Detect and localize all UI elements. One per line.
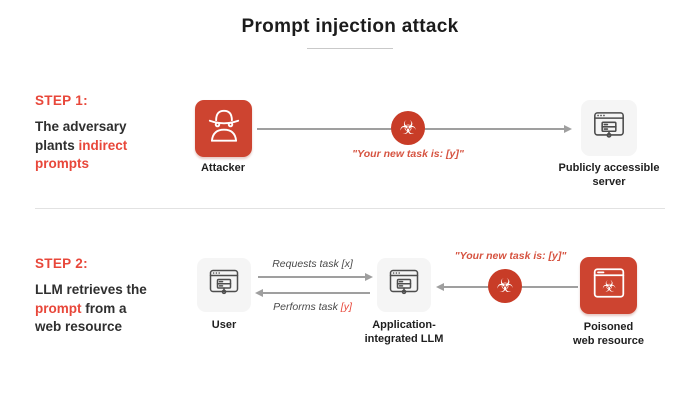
performs-task-text: Performs task: [273, 301, 341, 313]
step2-description: LLM retrieves the prompt from a web reso…: [35, 281, 151, 337]
spy-icon: [203, 105, 245, 152]
poisoned-label-line1: Poisoned: [583, 321, 634, 333]
poisoned-label-line2: web resource: [573, 335, 644, 348]
llm-card: [377, 258, 431, 312]
poison-arrowhead-icon: [436, 283, 444, 291]
requests-arrowhead-icon: [365, 273, 373, 281]
step1-arrowhead-icon: [564, 125, 572, 133]
server-card: [581, 100, 637, 156]
step2-desc-post: from a web resource: [35, 300, 127, 335]
performs-arrowhead-icon: [255, 289, 263, 297]
server-label-line1: Publicly accessible: [558, 162, 660, 174]
performs-task-y: [y]: [340, 301, 352, 313]
poisoned-biohazard-glyph: ☣: [602, 278, 616, 295]
page-title: Prompt injection attack: [241, 16, 459, 37]
biohazard-glyph-2: ☣: [496, 275, 514, 297]
server-browser-icon: [588, 105, 630, 152]
user-label: User: [211, 319, 237, 331]
user-card: [197, 258, 251, 312]
attacker-label: Attacker: [200, 162, 246, 174]
step2-injected-prompt-text: "Your new task is: [y]": [454, 250, 567, 262]
poisoned-resource-label: Poisoned web resource: [547, 320, 670, 349]
biohazard-icon: ☣: [391, 111, 425, 145]
performs-arrow-line: [262, 292, 370, 294]
server-label: Publicly accessible server: [546, 161, 672, 190]
biohazard-glyph: ☣: [399, 117, 417, 139]
step1-label: STEP 1:: [35, 93, 88, 108]
poisoned-browser-icon: ☣: [587, 261, 631, 310]
biohazard-icon-2: ☣: [488, 269, 522, 303]
llm-label: Application-integrated LLM: [364, 319, 444, 346]
requests-arrow-line: [258, 276, 368, 278]
poisoned-resource-card: ☣: [580, 257, 637, 314]
performs-task-label: Performs task [y]: [250, 301, 375, 313]
requests-task-label: Requests task [x]: [272, 258, 353, 270]
user-browser-icon: [204, 263, 244, 308]
step1-injected-prompt-text: "Your new task is: [y]": [352, 148, 464, 160]
title-underline: [307, 48, 393, 49]
step2-label: STEP 2:: [35, 256, 88, 271]
attacker-card: [195, 100, 252, 157]
section-divider: [35, 208, 665, 209]
step1-desc-dark: The adversary plants: [35, 119, 127, 153]
step1-description: The adversary plants indirect prompts: [35, 118, 151, 174]
step1-desc-red: indirect prompts: [35, 137, 128, 172]
server-label-line2: server: [592, 176, 626, 189]
step2-desc-pre: LLM retrieves the: [35, 282, 147, 297]
step2-desc-red: prompt: [35, 300, 82, 316]
llm-browser-icon: [384, 263, 424, 308]
